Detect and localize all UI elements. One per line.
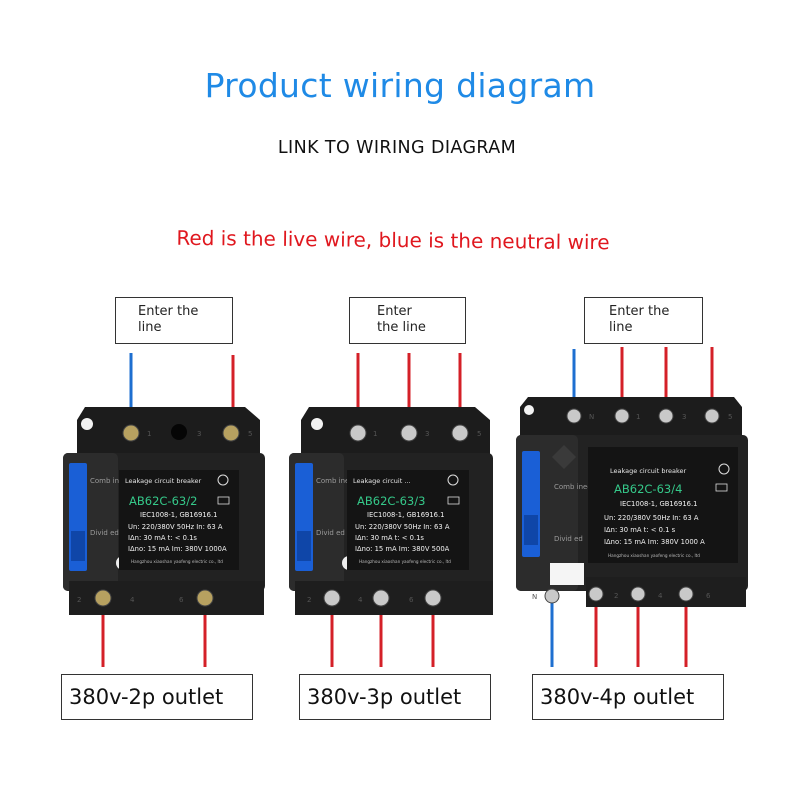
plate-maker: Hangzhou xiaoshan yaofeng electric co., … xyxy=(608,553,700,558)
plate-standard: IEC1008-1, GB16916.1 xyxy=(140,511,217,519)
input-label-line1: Enter xyxy=(377,304,412,319)
terminal-number: 4 xyxy=(358,596,363,604)
plate-maker: Hangzhou xiaoshan yaofeng electric co., … xyxy=(131,559,223,564)
terminal-number: N xyxy=(532,593,537,601)
page-title: Product wiring diagram xyxy=(204,66,596,105)
terminal-number: 3 xyxy=(425,430,429,438)
terminal-number: 3 xyxy=(197,430,201,438)
test-button xyxy=(550,563,584,585)
terminal-number: N xyxy=(589,413,594,421)
input-label-line2: line xyxy=(609,320,633,335)
model-number: AB62C-63/4 xyxy=(614,482,682,496)
terminal-number: 1 xyxy=(147,430,151,438)
terminal-number: 6 xyxy=(179,596,184,604)
input-label-line2: line xyxy=(138,320,162,335)
breaker-3p: 1 3 5 Comb ined Divid ed Leakage circuit… xyxy=(289,353,493,667)
terminal-number: 5 xyxy=(477,430,481,438)
terminal-number: 2 xyxy=(77,596,81,604)
terminal-number: 3 xyxy=(682,413,686,421)
input-label-line1: Enter the xyxy=(609,304,670,319)
wire-color-note: Red is the live wire, blue is the neutra… xyxy=(176,225,610,255)
page-subtitle: LINK TO WIRING DIAGRAM xyxy=(277,138,517,158)
terminal-number: 5 xyxy=(728,413,732,421)
output-label-box-4p: 380v-4p outlet xyxy=(532,674,724,720)
terminal-number: 4 xyxy=(658,592,663,600)
terminal-number: 1 xyxy=(636,413,640,421)
plate-standard: IEC1008-1, GB16916.1 xyxy=(367,511,444,519)
plate-row: IΔno: 15 mA Im: 380V 1000A xyxy=(128,545,227,553)
output-label-box-3p: 380v-3p outlet xyxy=(299,674,491,720)
plate-maker: Hangzhou xiaoshan yaofeng electric co., … xyxy=(359,559,451,564)
terminal-number: 2 xyxy=(307,596,311,604)
plate-heading: Leakage circuit breaker xyxy=(125,477,202,485)
side-label-top: Comb ined xyxy=(316,477,354,485)
plate-row: IΔno: 15 mA Im: 380V 500A xyxy=(355,545,450,553)
model-number: AB62C-63/3 xyxy=(357,494,425,508)
input-label-box-2p: Enter the line xyxy=(115,297,233,344)
plate-heading: Leakage circuit ... xyxy=(353,477,411,485)
terminal-number: 6 xyxy=(409,596,414,604)
plate-row: IΔno: 15 mA Im: 380V 1000 A xyxy=(604,538,705,546)
output-label: 380v-4p outlet xyxy=(540,685,695,709)
terminal-number: 1 xyxy=(373,430,377,438)
plate-row: IΔn: 30 mA t: < 0.1s xyxy=(128,534,197,542)
plate-standard: IEC1008-1, GB16916.1 xyxy=(620,500,697,508)
side-label-bottom: Divid ed xyxy=(316,529,345,537)
input-label-box-3p: Enter the line xyxy=(349,297,466,344)
terminal-number: 4 xyxy=(130,596,135,604)
model-number: AB62C-63/2 xyxy=(129,494,197,508)
input-label-box-4p: Enter the line xyxy=(584,297,703,344)
plate-row: Un: 220/380V 50Hz In: 63 A xyxy=(128,523,223,531)
breaker-4p: N 1 3 5 Comb ined Divid ed Leakage circu… xyxy=(516,347,748,667)
output-label: 380v-3p outlet xyxy=(307,685,462,709)
plate-row: Un: 220/380V 50Hz In: 63 A xyxy=(604,514,699,522)
terminal-number: 5 xyxy=(248,430,252,438)
plate-heading: Leakage circuit breaker xyxy=(610,467,687,475)
input-label-line1: Enter the xyxy=(138,304,199,319)
breaker-2p: 1 3 5 Comb ined Divid ed Leakage circuit… xyxy=(63,353,265,667)
side-label-top: Comb ined xyxy=(90,477,128,485)
plate-row: IΔn: 30 mA t: < 0.1s xyxy=(355,534,424,542)
plate-row: IΔn: 30 mA t: < 0.1 s xyxy=(604,526,676,534)
terminal-number: 6 xyxy=(706,592,711,600)
side-label-bottom: Divid ed xyxy=(90,529,119,537)
side-label-bottom: Divid ed xyxy=(554,535,583,543)
terminal-number: 2 xyxy=(614,592,618,600)
input-label-line2: the line xyxy=(377,320,426,335)
output-label: 380v-2p outlet xyxy=(69,685,224,709)
side-label-top: Comb ined xyxy=(554,483,592,491)
plate-row: Un: 220/380V 50Hz In: 63 A xyxy=(355,523,450,531)
output-label-box-2p: 380v-2p outlet xyxy=(61,674,253,720)
